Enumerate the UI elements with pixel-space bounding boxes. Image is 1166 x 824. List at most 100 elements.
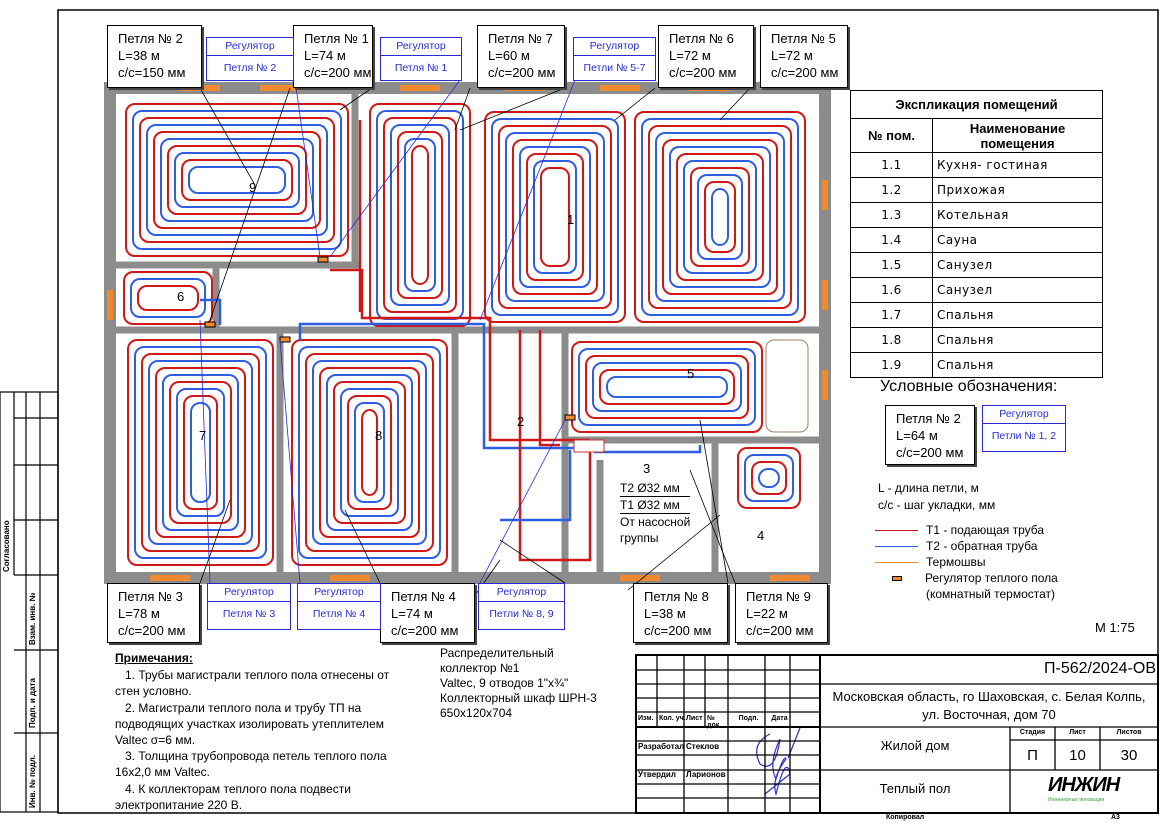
window — [690, 85, 730, 91]
window — [330, 575, 370, 581]
loop-pipe — [690, 167, 750, 267]
loop-pipe — [160, 138, 314, 222]
loop-pipe — [744, 454, 794, 502]
thermostat-icon — [317, 256, 329, 263]
room-name: Спальня — [932, 327, 1103, 353]
window — [822, 370, 828, 400]
room-name: Санузел — [932, 277, 1103, 303]
regulator-leader — [294, 79, 321, 258]
main-pipe — [298, 322, 584, 450]
loop-pipe — [390, 124, 450, 306]
leader-line — [209, 87, 291, 321]
loop-pipe — [333, 381, 406, 524]
room-name: Кухня- гостиная — [932, 152, 1103, 178]
room-code: 1.1 — [850, 152, 933, 178]
room-number: 4 — [757, 528, 765, 543]
room-name: Котельная — [932, 202, 1103, 228]
loop-pipe — [137, 285, 199, 311]
room-name: Прихожая — [932, 177, 1103, 203]
regulator-leader — [329, 79, 461, 258]
signature — [756, 727, 801, 797]
loop-pipe — [354, 402, 385, 503]
room-number: 1 — [567, 212, 575, 227]
regulator-leader — [279, 339, 301, 584]
main-pipe — [200, 298, 222, 325]
note-item: 1. Трубы магистрали теплого пола отнесен… — [115, 668, 390, 699]
room-number: 5 — [687, 366, 695, 381]
loop-pipe — [153, 131, 321, 229]
loop-pipe — [169, 381, 232, 524]
loop-pipe — [176, 388, 225, 517]
original-inv-label: Инв. № подл. — [28, 754, 37, 808]
leader-line — [689, 469, 736, 584]
loop-pipe — [319, 367, 420, 538]
room-code: 1.3 — [850, 202, 933, 228]
loop-pipe — [130, 278, 206, 318]
loop-pipe — [411, 145, 429, 285]
regulator-leader — [199, 319, 211, 584]
main-pipe — [518, 330, 592, 562]
loop-pipe — [697, 174, 743, 260]
loop-pipe — [347, 395, 392, 510]
sheet-value: 10 — [1069, 747, 1086, 764]
walls — [104, 82, 831, 584]
loop-pipe — [737, 447, 801, 509]
regulator-leader — [479, 79, 576, 321]
thermostat-icon — [204, 321, 216, 328]
object-name: Жилой дом — [880, 738, 950, 753]
address: Московская область, го Шаховская, с. Бел… — [832, 689, 1146, 722]
loop-pipe — [148, 360, 253, 545]
window — [107, 290, 113, 320]
legend-title: Условные обозначения: — [880, 378, 1058, 395]
leader-line — [627, 514, 721, 591]
loop-pipe — [484, 111, 626, 323]
loop-pipe — [585, 355, 749, 419]
loop-pipe — [498, 125, 612, 309]
loop-pipe — [676, 153, 764, 281]
loop-pipe — [132, 110, 342, 250]
room-code: 1.8 — [850, 327, 933, 353]
t1-line-icon — [875, 530, 918, 532]
room-number: 8 — [375, 428, 383, 443]
note-item: 3. Толщина трубопровода петель теплого п… — [115, 749, 387, 780]
approver-name: Ларионов — [686, 770, 726, 779]
loop-pipe — [134, 346, 267, 559]
main-pipe — [594, 445, 702, 454]
notes: Примечания: 1. Трубы магистрали теплого … — [115, 650, 415, 813]
loop-pipe — [397, 131, 443, 299]
replacement-inv-label: Взам. инв. № — [28, 592, 37, 646]
window — [770, 575, 810, 581]
leader-line — [719, 87, 751, 121]
developer-label: Разработал — [638, 742, 685, 751]
loop-pipe — [578, 348, 756, 426]
loop-pipe — [155, 367, 246, 538]
loop-pipe — [312, 360, 427, 545]
room-name: Спальня — [932, 352, 1103, 378]
leader-line — [344, 509, 381, 584]
copied-label: Копировал — [886, 814, 925, 821]
loop-pipe — [606, 376, 728, 398]
sheets-value: 30 — [1120, 747, 1138, 764]
window — [505, 85, 545, 91]
explication-table: Экспликация помещений № пом.Наименование… — [850, 90, 1103, 378]
loop-pipe — [141, 353, 260, 552]
loop-pipe — [711, 188, 729, 246]
loop-pipe — [704, 181, 736, 253]
loop-pipe — [291, 339, 448, 566]
loop-pipe — [340, 388, 399, 517]
regulator-leader — [479, 419, 566, 584]
